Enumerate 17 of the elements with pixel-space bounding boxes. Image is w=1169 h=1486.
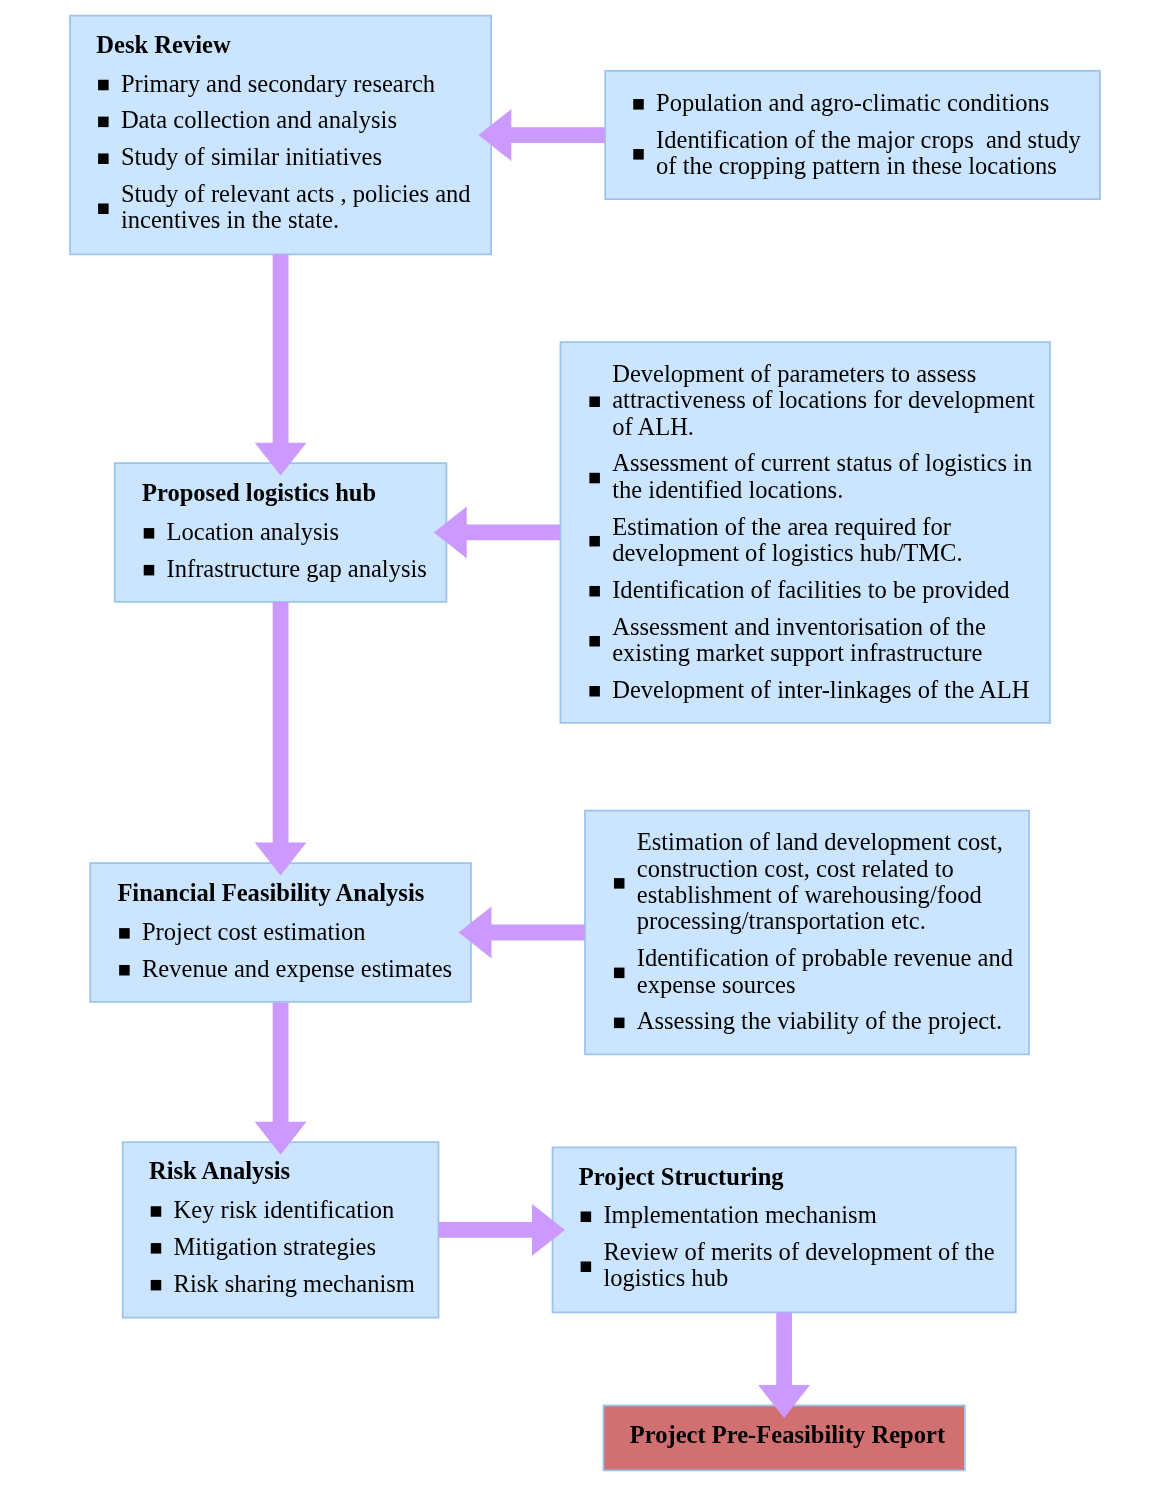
node-box: Financial Feasibility Analysis Project cost estimation Revenue and expense estimates: [88, 862, 472, 1003]
arrow: [254, 601, 306, 876]
arrow: [438, 1204, 565, 1256]
arrow: [757, 1312, 810, 1419]
node-box: Development of parameters to assess attractiveness of locations for development of ALH. Assessment of current status of logistics in the identified locations. Estimation of the area required for development of logistics hub/TMC. Identification of facilities to be provided Assessment and inventorisation of the existing market support infrastructure Development of inter-linkages of the ALH: [559, 341, 1051, 724]
arrow: [254, 1002, 306, 1155]
arrow: [433, 506, 560, 559]
arrow: [458, 906, 585, 959]
node-box: Proposed logistics hub Location analysis Infrastructure gap analysis: [113, 462, 447, 603]
node-box: Desk Review Primary and secondary research Data collection and analysis Study of similar initiatives Study of relevant acts , policies and incentives in the state.: [68, 14, 492, 256]
arrow: [254, 254, 306, 476]
arrow: [477, 109, 605, 161]
node-box: Population and agro-climatic conditions Identification of the major crops and study of the cropping pattern in these locations: [603, 70, 1101, 200]
node-box: Project Pre-Feasibility Report: [602, 1404, 966, 1472]
node-box: Risk Analysis Key risk identification Mitigation strategies Risk sharing mechanism: [121, 1141, 439, 1319]
node-box: Estimation of land development cost, construction cost, cost related to establishment of warehousing/food processing/transportation etc. Identification of probable revenue and expense sources Assessing the viability of the project.: [583, 809, 1030, 1056]
node-box: Project Structuring Implementation mechanism Review of merits of development of the logistics hub: [551, 1146, 1017, 1314]
